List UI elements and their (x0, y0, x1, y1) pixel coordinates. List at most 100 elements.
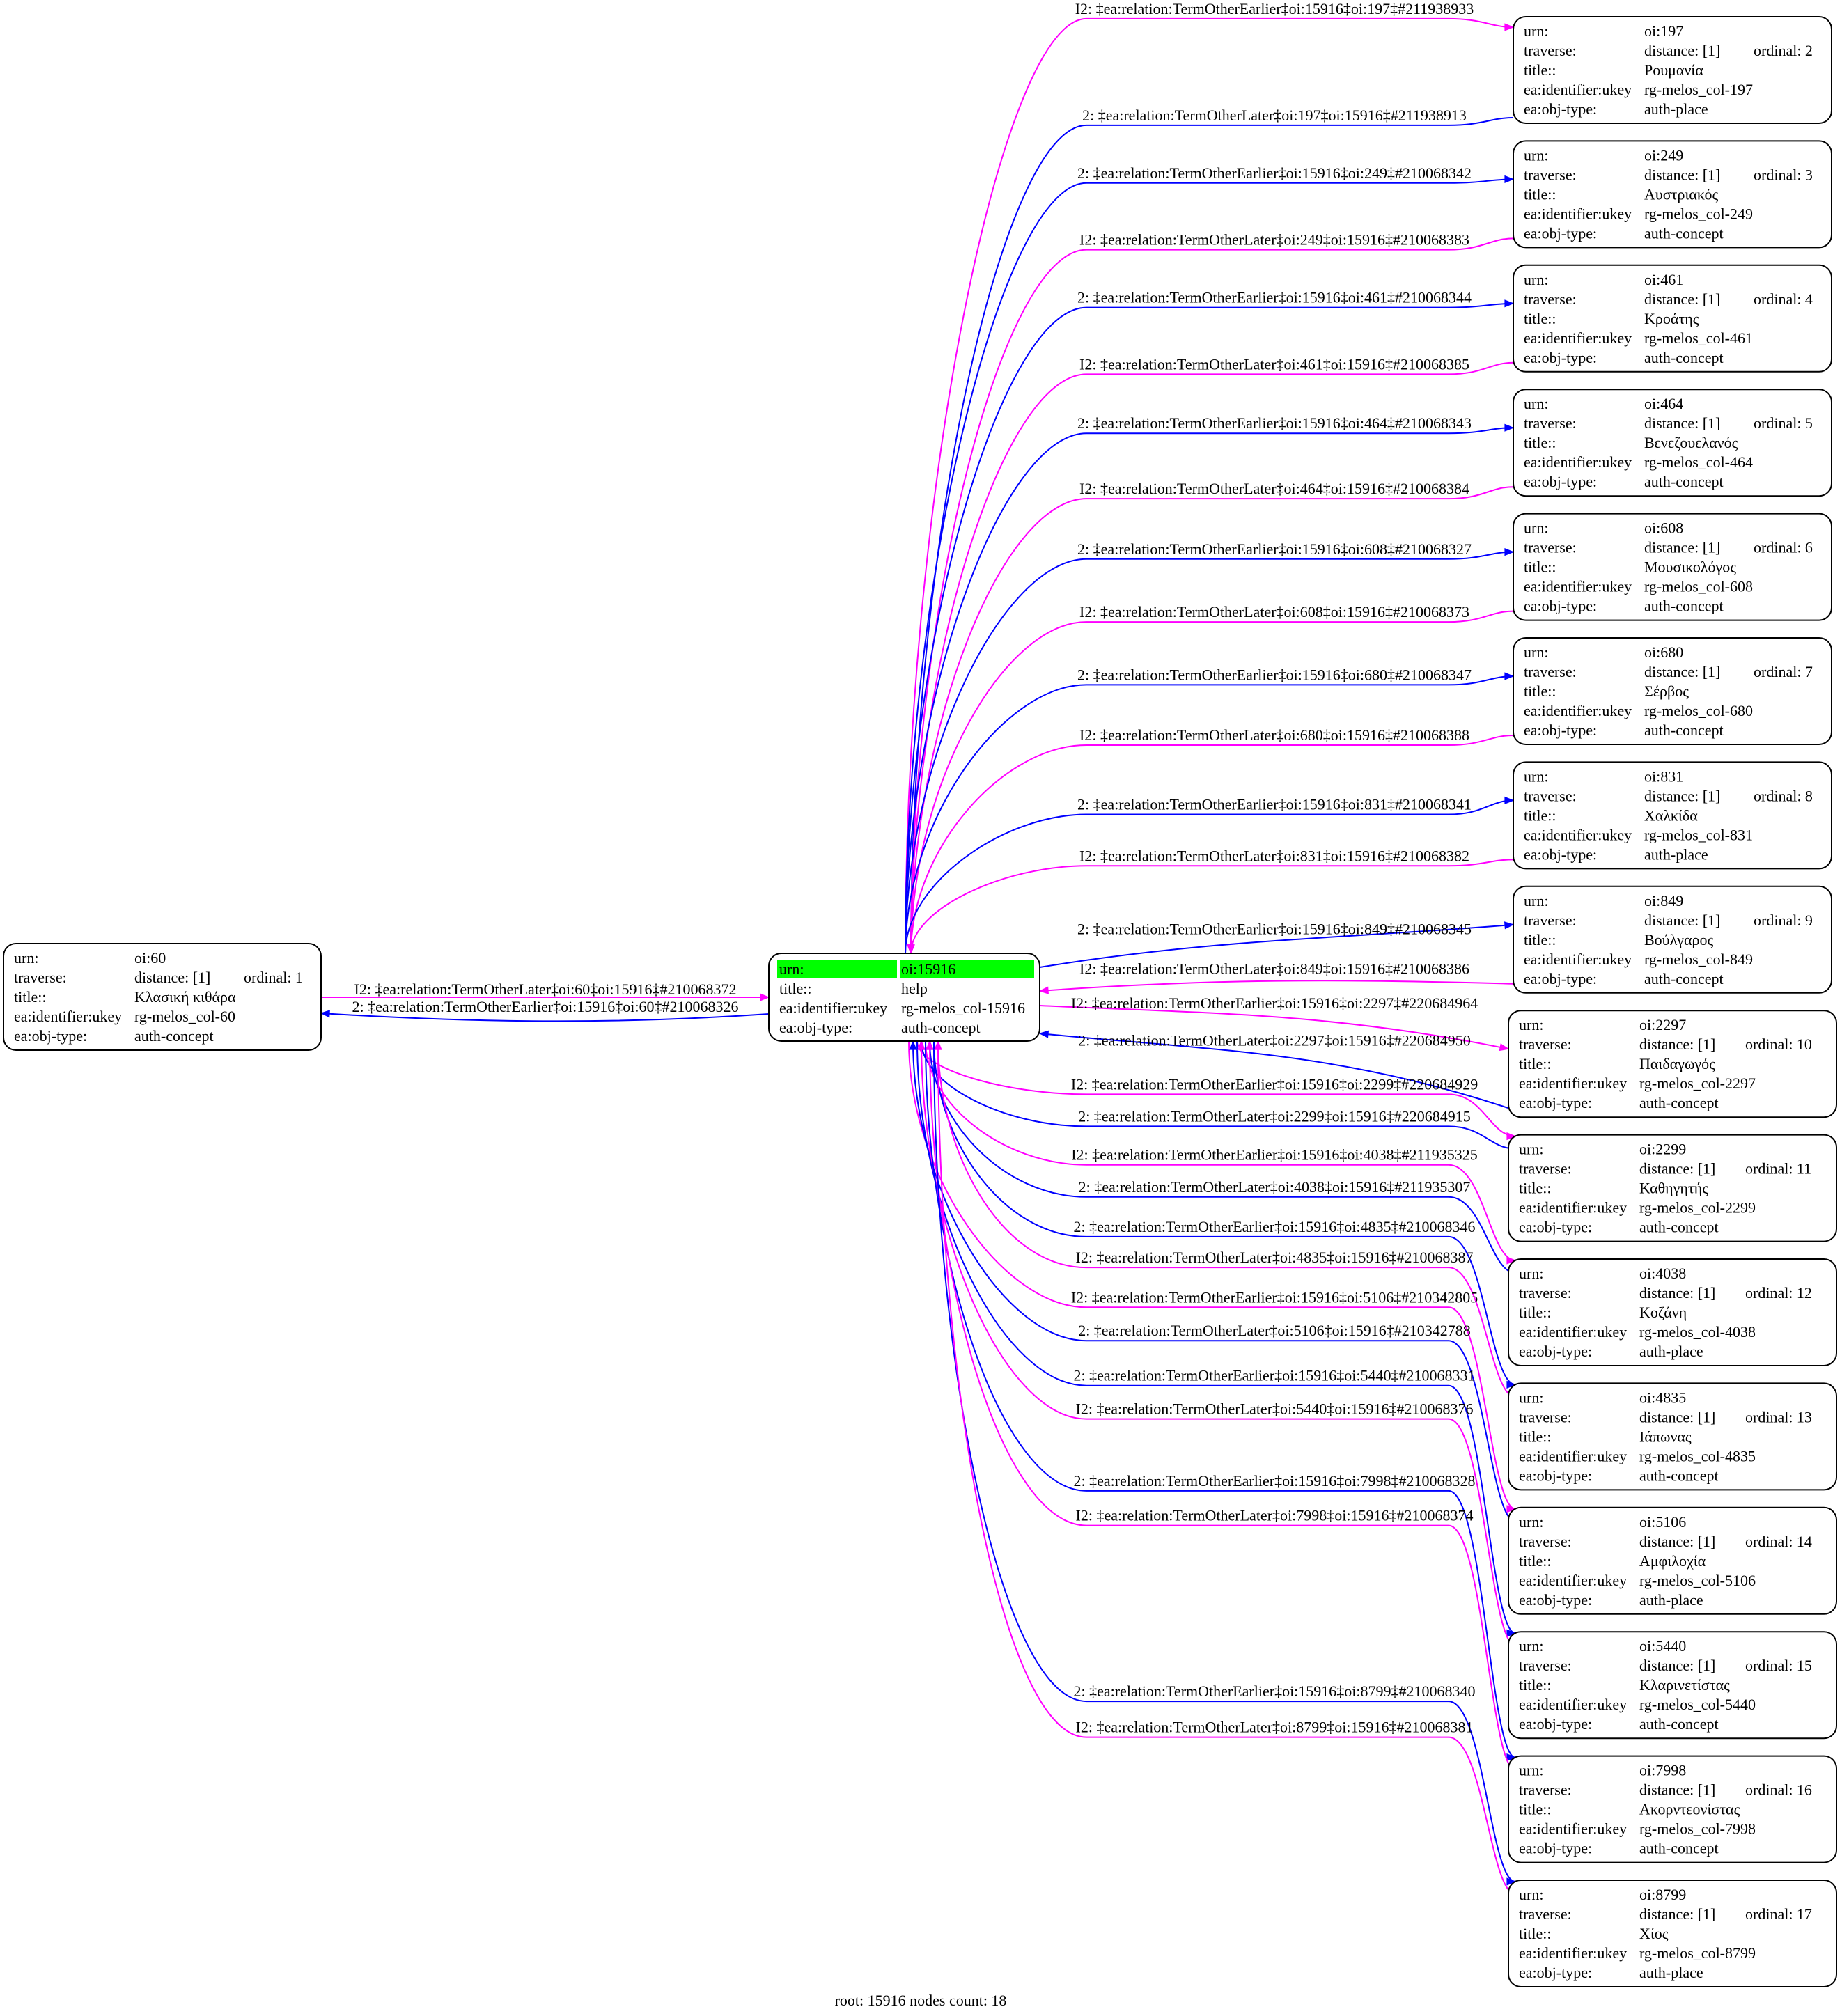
edge-magenta-to-oi-2297 (1039, 1005, 1510, 1052)
node-box (1513, 637, 1832, 745)
field-value-objtype: auth-concept (1644, 349, 1724, 366)
edge-label: I2: ‡ea:relation:TermOtherLater‡oi:680‡o… (1079, 726, 1469, 744)
edge-label: I2: ‡ea:relation:TermOtherLater‡oi:831‡o… (1079, 847, 1469, 864)
field-value-title: Χίος (1639, 1925, 1669, 1942)
field-label: urn: (1524, 519, 1548, 537)
field-value-objtype: auth-place (1639, 1964, 1703, 1981)
field-label: traverse: (1524, 166, 1577, 183)
edge-label: 2: ‡ea:relation:TermOtherEarlier‡oi:1591… (352, 998, 738, 1015)
edge-label: 2: ‡ea:relation:TermOtherLater‡oi:2297‡o… (1078, 1032, 1471, 1049)
field-label: traverse: (1519, 1533, 1572, 1550)
edge-label: 2: ‡ea:relation:TermOtherEarlier‡oi:1591… (1073, 1472, 1475, 1490)
field-label: traverse: (1519, 1905, 1572, 1923)
field-label: urn: (1519, 1141, 1543, 1158)
field-value-urn: oi:849 (1644, 892, 1683, 909)
edge-label: 2: ‡ea:relation:TermOtherEarlier‡oi:1591… (1073, 1218, 1475, 1235)
edge-label: I2: ‡ea:relation:TermOtherLater‡oi:4835‡… (1076, 1249, 1474, 1266)
node-box (1513, 513, 1832, 621)
field-label: traverse: (1524, 912, 1577, 929)
edge-label: 2: ‡ea:relation:TermOtherEarlier‡oi:1591… (1077, 289, 1472, 306)
field-value-urn: oi:2299 (1639, 1141, 1686, 1158)
node-box (1513, 16, 1832, 124)
node-box (1508, 1258, 1837, 1366)
field-label: title:: (1524, 61, 1556, 79)
field-value-urn: oi:608 (1644, 519, 1683, 537)
field-value-urn: oi:197 (1644, 22, 1683, 40)
field-label: ea:identifier:ukey (1519, 1696, 1627, 1713)
edge-magenta-to-oi-197 (905, 17, 1515, 954)
field-value-objtype: auth-concept (1644, 721, 1724, 739)
field-value-urn: oi:5106 (1639, 1513, 1686, 1531)
field-label: urn: (1524, 892, 1548, 909)
node-box (1508, 1755, 1837, 1863)
field-value-title: Αμφιλοχία (1639, 1552, 1706, 1570)
field-label: traverse: (1519, 1781, 1572, 1799)
field-value-distance: distance: [1] (134, 969, 210, 986)
field-label: urn: (1524, 395, 1548, 412)
edge-label: 2: ‡ea:relation:TermOtherEarlier‡oi:1591… (1077, 164, 1472, 182)
field-value-distance: distance: [1] (1644, 290, 1720, 308)
field-label: ea:identifier:ukey (1524, 81, 1632, 98)
edge-label: I2: ‡ea:relation:TermOtherLater‡oi:5440‡… (1076, 1400, 1474, 1418)
field-value-distance: distance: [1] (1639, 1408, 1715, 1425)
field-value-distance: distance: [1] (1639, 1905, 1715, 1923)
field-label: title:: (1524, 682, 1556, 700)
field-value-objtype: auth-concept (1639, 1219, 1719, 1236)
field-label: urn: (1524, 271, 1548, 288)
field-value-title: Βενεζουελανός (1644, 434, 1738, 451)
field-label: traverse: (1519, 1408, 1572, 1425)
field-label: traverse: (1524, 42, 1577, 59)
field-label: ea:identifier:ukey (14, 1008, 122, 1025)
edge-label: I2: ‡ea:relation:TermOtherLater‡oi:60‡oi… (354, 980, 737, 998)
field-value-distance: distance: [1] (1639, 1284, 1715, 1302)
field-label: title:: (1524, 806, 1556, 824)
field-value-objtype: auth-concept (901, 1019, 981, 1036)
edge-label: 2: ‡ea:relation:TermOtherEarlier‡oi:1591… (1077, 414, 1472, 432)
edge-label: 2: ‡ea:relation:TermOtherLater‡oi:4038‡o… (1079, 1178, 1471, 1196)
field-label: ea:identifier:ukey (1519, 1323, 1627, 1341)
field-label: urn: (1524, 146, 1548, 164)
field-value-urn: oi:15916 (901, 960, 955, 978)
edge-blue-to-root (907, 117, 1514, 955)
field-label: urn: (1519, 1762, 1543, 1779)
field-label: ea:obj-type: (1519, 1715, 1592, 1733)
edge-label: I2: ‡ea:relation:TermOtherEarlier‡oi:159… (1071, 994, 1478, 1012)
edge-label: I2: ‡ea:relation:TermOtherLater‡oi:8799‡… (1076, 1719, 1474, 1736)
field-label: traverse: (1524, 787, 1577, 804)
field-value-objtype: auth-concept (1644, 224, 1724, 242)
field-value-objtype: auth-concept (1639, 1840, 1719, 1857)
field-value-ukey: rg-melos_col-4835 (1639, 1447, 1756, 1464)
field-label: ea:identifier:ukey (1519, 1447, 1627, 1464)
field-label: title:: (1524, 310, 1556, 327)
edge-label: 2: ‡ea:relation:TermOtherEarlier‡oi:1591… (1073, 1682, 1475, 1700)
edge-label: 2: ‡ea:relation:TermOtherEarlier‡oi:1591… (1073, 1367, 1475, 1384)
edge-magenta-to-root (934, 1040, 1516, 1895)
node-root-15916[interactable]: urn:oi:15916title::helpea:identifier:uke… (768, 953, 1040, 1042)
edge-label: 2: ‡ea:relation:TermOtherLater‡oi:5106‡o… (1078, 1322, 1471, 1339)
node-box (1508, 1880, 1837, 1987)
field-value-objtype: auth-place (1644, 100, 1708, 118)
field-label: traverse: (1519, 1284, 1572, 1302)
field-label: traverse: (1524, 539, 1577, 556)
field-label: ea:obj-type: (779, 1019, 852, 1036)
field-value-objtype: auth-concept (1639, 1467, 1719, 1484)
edge-label: 2: ‡ea:relation:TermOtherEarlier‡oi:1591… (1077, 796, 1472, 813)
